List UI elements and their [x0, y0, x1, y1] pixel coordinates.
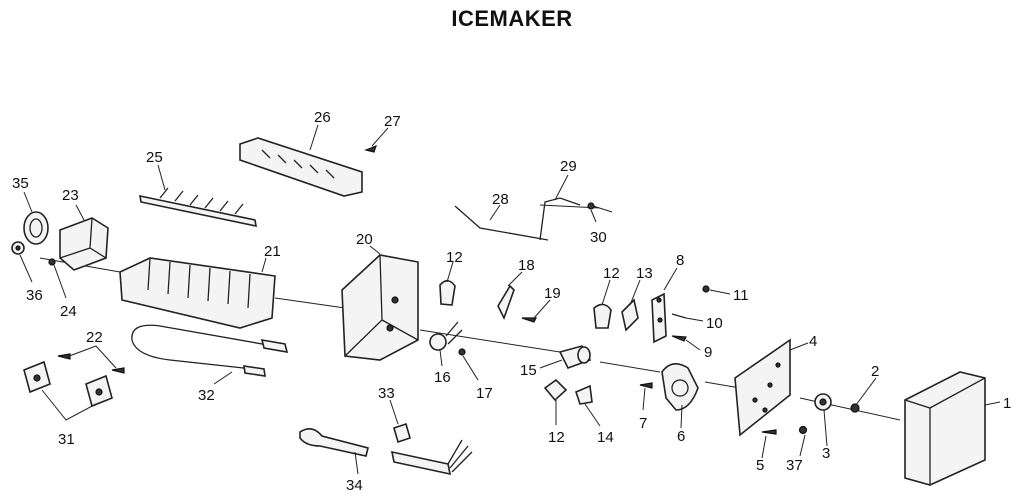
part-2-screw	[850, 403, 860, 413]
part-8-bracket	[651, 292, 667, 344]
part-32-heater	[131, 324, 289, 377]
label-17: 17	[476, 385, 493, 402]
part-12-gear-c	[543, 378, 568, 402]
part-5-screw	[761, 429, 777, 435]
leader-lines	[19, 124, 1001, 475]
part-12-gear-b	[593, 303, 612, 329]
label-28: 28	[492, 191, 509, 208]
label-26: 26	[314, 109, 331, 126]
part-20-housing	[341, 254, 419, 361]
part-24-screw	[48, 258, 56, 266]
label-23: 23	[62, 187, 79, 204]
label-35: 35	[12, 175, 29, 192]
part-35-gasket	[23, 211, 49, 245]
part-29-shutoff-arm	[539, 197, 581, 241]
label-7: 7	[639, 415, 647, 432]
label-37: 37	[786, 457, 803, 474]
label-25: 25	[146, 149, 163, 166]
label-6: 6	[677, 428, 685, 445]
part-26-stripper	[239, 137, 363, 197]
part-15-cam	[558, 345, 592, 369]
part-36-nut	[11, 241, 25, 255]
label-5: 5	[756, 457, 764, 474]
part-28-feeler-arm	[454, 205, 549, 241]
part-17-screw	[458, 348, 466, 356]
label-22: 22	[86, 329, 103, 346]
part-27-screw	[364, 144, 377, 153]
label-36: 36	[26, 287, 43, 304]
diagram-title: ICEMAKER	[451, 6, 573, 31]
label-10: 10	[706, 315, 723, 332]
label-27: 27	[384, 113, 401, 130]
label-32: 32	[198, 387, 215, 404]
part-11-screw	[702, 285, 710, 293]
part-22-screw-b	[111, 367, 125, 374]
part-25-ejector	[139, 187, 257, 228]
part-30-screw	[587, 202, 595, 210]
label-18: 18	[518, 257, 535, 274]
label-30: 30	[590, 229, 607, 246]
part-18-bracket	[497, 284, 515, 321]
label-11: 11	[733, 287, 749, 304]
label-9: 9	[704, 344, 712, 361]
part-9-screw	[671, 335, 687, 342]
label-12-b: 12	[603, 265, 620, 282]
part-14-switch	[575, 384, 593, 405]
label-13: 13	[636, 265, 653, 282]
label-4: 4	[809, 333, 817, 350]
label-16: 16	[434, 369, 451, 386]
part-34-harness	[299, 428, 473, 476]
label-20: 20	[356, 231, 373, 248]
part-31-bracket-a	[23, 360, 51, 394]
part-37-screw	[798, 425, 808, 435]
part-1-cover	[904, 371, 986, 486]
part-7-screw	[639, 382, 653, 389]
label-15: 15	[520, 362, 537, 379]
part-21-ice-mold	[119, 257, 276, 329]
part-16-valve	[429, 321, 463, 351]
label-31: 31	[58, 431, 75, 448]
part-33-connector	[393, 422, 411, 444]
part-31-bracket-b	[85, 374, 113, 408]
label-19: 19	[544, 285, 561, 302]
label-12-c: 12	[548, 429, 565, 446]
label-34: 34	[346, 477, 363, 494]
label-2: 2	[871, 363, 879, 380]
part-23-switch-box	[59, 217, 109, 271]
label-1: 1	[1003, 395, 1011, 412]
label-3: 3	[822, 445, 830, 462]
label-33: 33	[378, 385, 395, 402]
label-24: 24	[60, 303, 77, 320]
label-8: 8	[676, 252, 684, 269]
part-19-screw	[521, 317, 537, 323]
part-3-grommet	[814, 393, 832, 411]
label-12-a: 12	[446, 249, 463, 266]
part-4-mounting-plate	[734, 338, 791, 437]
part-labels: 1 2 3 4 5 6 7 8 9 10 11 12 12 12 13 14 1…	[12, 109, 1011, 494]
part-12-gear-a	[439, 279, 456, 306]
label-29: 29	[560, 158, 577, 175]
label-21: 21	[264, 243, 281, 260]
part-6-motor	[661, 363, 699, 411]
part-10-spring	[671, 313, 687, 319]
label-14: 14	[597, 429, 614, 446]
